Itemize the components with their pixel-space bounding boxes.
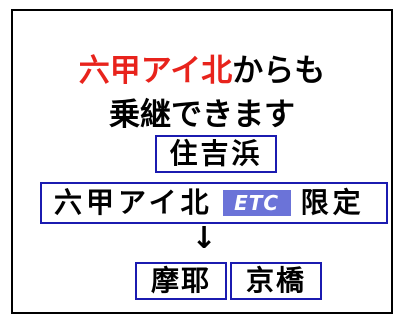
route-limited-label: 限定 (300, 186, 365, 219)
route-box-rokko-island-north: 六甲アイ北 ETC 限定 (40, 182, 388, 224)
headline-line-2: 乗継できます (109, 97, 295, 133)
station-box-maya: 摩耶 (135, 262, 227, 300)
station-box-sumiyoshi: 住吉浜 (155, 135, 277, 173)
etc-badge-icon: ETC (222, 190, 291, 216)
down-arrow-icon: ↓ (191, 221, 217, 256)
headline-line-1-rest: からも (232, 53, 326, 89)
headline-accent-station: 六甲アイ北 (78, 53, 233, 89)
station-box-kyobashi: 京橋 (230, 262, 322, 300)
route-station-label: 六甲アイ北 (54, 186, 213, 219)
headline-line-1: 六甲アイ北からも (13, 53, 391, 89)
